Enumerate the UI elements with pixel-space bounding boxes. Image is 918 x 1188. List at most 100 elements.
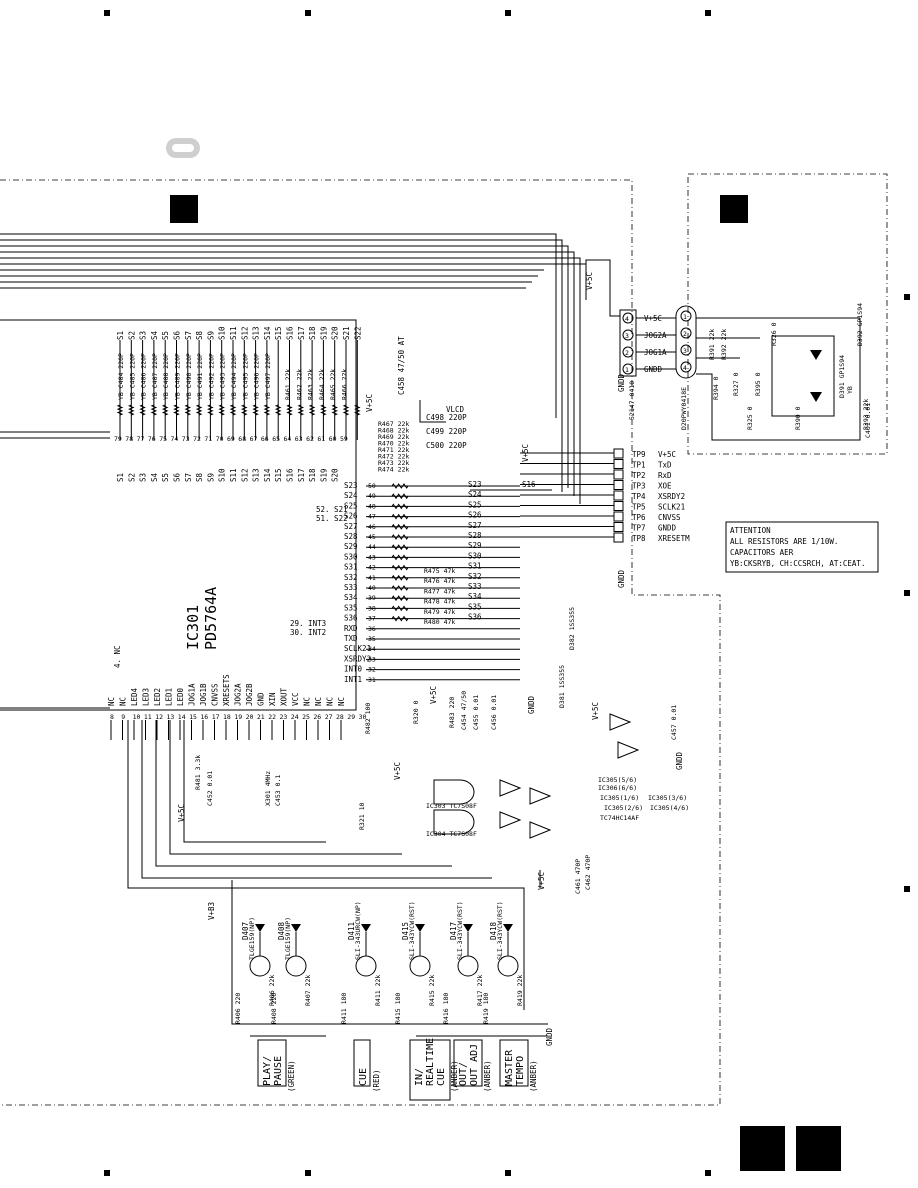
misc-16: C461 470P: [574, 859, 582, 894]
res-top-2: R463 22k: [307, 369, 315, 400]
led-color-0: (GREEN): [287, 1060, 296, 1092]
attention-line2: CAPACITORS AER: [730, 548, 794, 557]
bottom-pin-no-28: 28: [336, 713, 344, 721]
misc-12: R321 10: [358, 803, 366, 830]
pullup-3: R478 47k: [424, 598, 455, 606]
top-pin-S6: S6: [173, 330, 182, 340]
gndd-mid: GNDD: [527, 695, 536, 714]
ic-note-4: 4. NC: [113, 645, 122, 668]
led-title-0-1: PAUSE: [273, 1056, 284, 1086]
sout-S30: S30: [468, 551, 482, 560]
vplus5c-right: V+5C: [585, 272, 594, 290]
misc-4: C455 0.01: [472, 695, 480, 730]
bottom-pin-19: NC: [326, 697, 335, 706]
bottom-pin-16: VCC: [291, 692, 300, 706]
pin-INT0: INT0: [344, 665, 363, 674]
jog-part-9: C401 0.01: [864, 403, 872, 438]
jog-part-7: R390 0: [794, 406, 802, 430]
tp-TP5: TP5: [632, 503, 646, 512]
top-pin-S14: S14: [263, 326, 272, 340]
led-resb-D407: R406 22k: [268, 975, 276, 1006]
bottom-pin-1: NC: [119, 697, 128, 706]
bottom-pin-no-27: 27: [325, 713, 333, 721]
pin-no-40: 40: [368, 584, 376, 592]
row-pin-S14: S14: [263, 468, 272, 482]
bottom-pin-9: CNVSS: [211, 683, 220, 706]
misc-21: IC305(3/6): [648, 794, 687, 802]
pin-no-48: 48: [368, 502, 376, 510]
block-marker-b: [720, 195, 748, 223]
attention-box: ATTENTION ALL RESISTORS ARE 1/10W. CAPAC…: [725, 521, 879, 573]
resistor-symbol: [391, 503, 409, 510]
bottom-pin-no-13: 13: [167, 713, 175, 721]
pin-XSRDY2: XSRDY2: [344, 654, 371, 663]
pullup-5: R480 47k: [424, 618, 455, 626]
row-pin-S13: S13: [252, 468, 261, 482]
tp-name-TP8: XRESETM: [658, 534, 690, 543]
led-ref-D417: D417: [449, 922, 458, 940]
resistor-symbol: [342, 404, 350, 416]
bottom-pin-no-8: 8: [110, 713, 114, 721]
pin-RXD: RXD: [344, 624, 358, 633]
vplus5c-tp: V+5C: [521, 444, 530, 462]
led-ref-D407: D407: [241, 922, 250, 940]
tp-box-TP3: [613, 480, 624, 490]
top-pin-no-72: 72: [193, 435, 201, 443]
res-right-6: R473 22k: [378, 459, 409, 467]
resistor-symbol: [139, 404, 146, 416]
resistor-symbol: [263, 404, 271, 416]
resistor-symbol: [391, 493, 409, 500]
gndd-ic305: GNDD: [675, 751, 684, 770]
pin-SCLK21: SCLK21: [344, 644, 371, 653]
sout-S36: S36: [468, 613, 482, 622]
sout-S31: S31: [468, 562, 482, 571]
top-pin-S10: S10: [218, 326, 227, 340]
tp-name-TP9: V+5C: [658, 450, 676, 459]
resistor-symbol: [308, 404, 316, 416]
pin-S29: S29: [344, 542, 358, 551]
led-part-D417: SLI-343YCW(RST): [456, 901, 464, 960]
led-res-D417: R416 180: [442, 993, 450, 1024]
pullup-1: R476 47k: [424, 577, 455, 585]
resistor-symbol: [252, 404, 259, 416]
cap-10: YB C494 220P: [230, 353, 238, 400]
led-ref-D415: D415: [401, 922, 410, 940]
tp-TP4: TP4: [632, 492, 646, 501]
top-pin-S5: S5: [161, 331, 170, 340]
led-color-4: (ANBER): [529, 1060, 538, 1092]
top-pin-no-68: 68: [238, 435, 246, 443]
section-logo-inner: [172, 144, 194, 152]
tp-name-TP4: XSRDY2: [658, 492, 685, 501]
resistor-symbol: [116, 404, 124, 416]
led-symbol-D417: [463, 924, 473, 932]
resistor-symbol: [391, 544, 409, 551]
top-pin-no-64: 64: [284, 435, 292, 443]
led-color-3: (ANBER): [483, 1060, 492, 1092]
pin-S31: S31: [344, 563, 358, 572]
tp-box-TP7: [613, 522, 624, 532]
resistor-symbol: [391, 605, 409, 612]
top-pin-S22: S22: [353, 326, 362, 340]
vlcd-label: VLCD: [446, 405, 465, 414]
misc-2: R483 220: [448, 697, 456, 728]
row-pin-S1: S1: [116, 473, 125, 482]
led-symbol-D418: [503, 924, 513, 932]
led-part-D415: SLI-343YCW(RST): [408, 901, 416, 960]
led-res-D418: R419 180: [482, 993, 490, 1024]
row-pin-S20: S20: [331, 468, 340, 482]
led-part-D418: SLI-343YCW(RST): [496, 901, 504, 960]
led-symbol-D415: [415, 924, 425, 932]
row-pin-S6: S6: [173, 472, 182, 482]
top-pin-no-63: 63: [295, 435, 303, 443]
bottom-pin-no-12: 12: [155, 713, 163, 721]
row-pin-S10: S10: [218, 468, 227, 482]
top-pin-S13: S13: [252, 326, 261, 340]
pin-INT1: INT1: [344, 675, 362, 684]
led-resb-D411: R411 22k: [374, 975, 382, 1006]
bottom-pin-14: XIN: [268, 692, 277, 706]
bottom-pin-no-21: 21: [257, 713, 265, 721]
